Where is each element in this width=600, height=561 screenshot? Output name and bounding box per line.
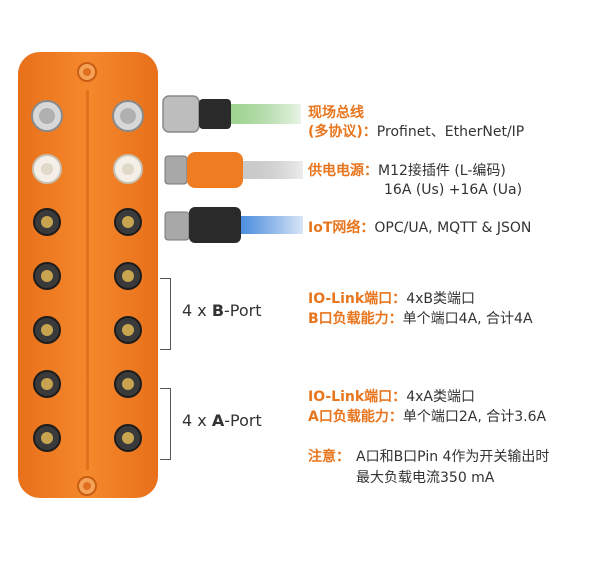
fieldbus-port-left (31, 100, 63, 132)
io-port-5-left (33, 424, 61, 452)
io-port-3-right (114, 316, 142, 344)
b-load-value: 单个端口4A, 合计4A (402, 311, 533, 327)
a-load-label: A口负载能力： (308, 409, 403, 425)
note-label: 注意： (308, 449, 350, 465)
a-port-caption: 4 x A-Port (182, 411, 262, 430)
power-label: 供电电源： (308, 163, 378, 179)
io-port-2-left (33, 262, 61, 290)
b-port-caption: 4 x B-Port (182, 301, 262, 320)
iot-value: OPC/UA, MQTT & JSON (374, 220, 532, 236)
fieldbus-port-right (112, 100, 144, 132)
note-line2: 最大负载电流350 mA (356, 470, 495, 486)
a-port-bracket (160, 388, 171, 460)
fieldbus-value: Profinet、EtherNet/IP (376, 124, 525, 140)
io-port-4-right (114, 370, 142, 398)
fieldbus-protocol-label: (多协议)： (308, 124, 377, 140)
power-port-left (32, 154, 62, 184)
io-port-4-left (33, 370, 61, 398)
io-port-2-right (114, 262, 142, 290)
b-iolink-value: 4xB类端口 (406, 291, 475, 307)
a-iolink-label: IO-Link端口： (308, 389, 407, 405)
iot-label: IoT网络： (308, 220, 375, 236)
note-line1: A口和B口Pin 4作为开关输出时 (356, 449, 550, 465)
b-load-label: B口负载能力： (308, 311, 403, 327)
fieldbus-label: 现场总线 (308, 105, 364, 121)
a-load-value: 单个端口2A, 合计3.6A (402, 409, 547, 425)
io-port-1-left (33, 208, 61, 236)
b-iolink-label: IO-Link端口： (308, 291, 407, 307)
b-port-bracket (160, 278, 171, 350)
io-port-1-right (114, 208, 142, 236)
io-port-5-right (114, 424, 142, 452)
io-port-3-left (33, 316, 61, 344)
power-port-right (113, 154, 143, 184)
power-value-line1: M12接插件 (L-编码) (378, 163, 506, 179)
a-iolink-value: 4xA类端口 (406, 389, 475, 405)
power-value-line2: 16A (Us) +16A (Ua) (384, 182, 523, 198)
